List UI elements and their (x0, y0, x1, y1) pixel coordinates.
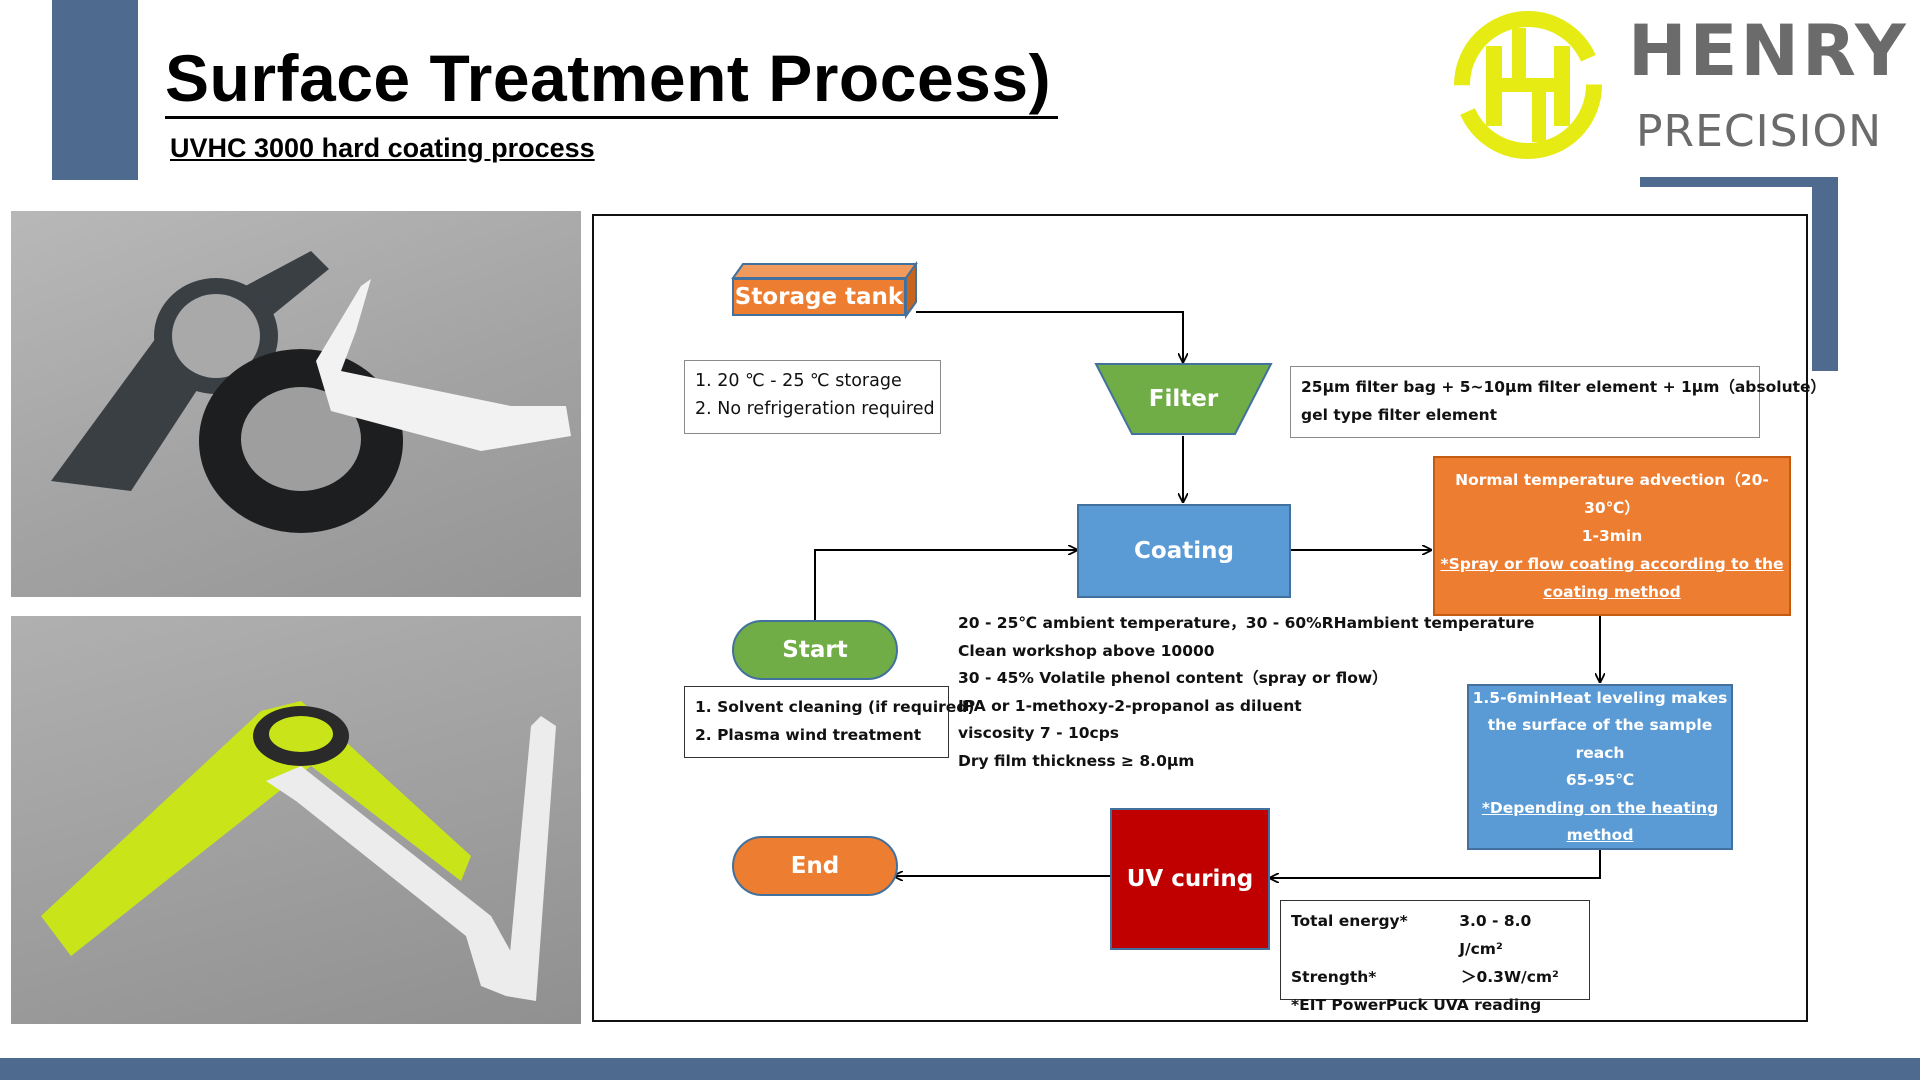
advection-box: Normal temperature advection（20-30℃） 1-3… (1433, 456, 1791, 616)
arrow-heat-to-uv (1270, 850, 1601, 878)
arrow-start-to-coating (814, 550, 1077, 620)
advection-line: 1-3min (1581, 527, 1643, 545)
title-underline (165, 116, 1058, 119)
storage-tank-label: Storage tank (734, 284, 904, 310)
advection-link[interactable]: coating method (1543, 583, 1681, 601)
start-label: Start (782, 637, 848, 663)
uv-spec-name: Strength* (1291, 968, 1377, 986)
coating-condition-line: Clean workshop above 10000 (958, 641, 1215, 660)
filter-note-line: gel type filter element (1301, 406, 1498, 424)
filter-note-line: 25μm filter bag + 5~10μm filter element … (1301, 378, 1827, 396)
heat-leveling-line: 1.5-6minHeat leveling makes (1472, 688, 1728, 707)
advection-line: Normal temperature advection（20-30℃） (1455, 471, 1769, 517)
uv-curing-box: UV curing (1110, 808, 1270, 950)
process-flow-diagram: Storage tank 1. 20 ℃ - 25 ℃ storage 2. N… (592, 214, 1827, 1022)
filter-label: Filter (1148, 386, 1219, 412)
filter-label-box: Filter (1096, 364, 1271, 434)
end-box: End (732, 836, 898, 896)
coating-box: Coating (1077, 504, 1291, 598)
heat-leveling-link[interactable]: *Depending on the heating (1481, 798, 1719, 817)
end-label: End (790, 853, 840, 879)
start-notes: 1. Solvent cleaning (if required) 2. Pla… (684, 686, 975, 758)
advection-link[interactable]: *Spray or flow coating according to the (1440, 555, 1784, 573)
footer-accent-bar (0, 1058, 1920, 1080)
coating-condition-line: IPA or 1-methoxy-2-propanol as diluent (958, 696, 1302, 715)
start-note-line: 1. Solvent cleaning (if required) (695, 698, 975, 716)
storage-tank-notes: 1. 20 ℃ - 25 ℃ storage 2. No refrigerati… (684, 360, 941, 434)
uv-spec-footnote: *EIT PowerPuck UVA reading (1291, 996, 1542, 1014)
start-box: Start (732, 620, 898, 680)
coating-condition-line: Dry film thickness ≥ 8.0μm (958, 751, 1195, 770)
heat-leveling-link[interactable]: method (1566, 826, 1634, 844)
coating-condition-line: 20 - 25℃ ambient temperature，30 - 60%RHa… (958, 614, 1535, 632)
arrow-storage-to-filter (916, 311, 1183, 362)
coating-label: Coating (1134, 538, 1234, 564)
filter-trapezoid (1094, 363, 1273, 435)
uv-curing-label: UV curing (1126, 866, 1254, 892)
henry-logo-icon (1448, 8, 1608, 163)
page-subtitle: UVHC 3000 hard coating process (170, 133, 595, 163)
decorative-corner-frame (1640, 177, 1838, 371)
uv-spec-name: Total energy* (1291, 912, 1408, 930)
uv-spec-value: ＞0.3W/cm² (1461, 968, 1559, 986)
heat-leveling-line: 65-95℃ (1565, 771, 1635, 789)
product-photo-black-white-straps (11, 211, 581, 597)
uv-spec-value: 3.0 - 8.0 J/cm² (1459, 912, 1532, 958)
logo-wordmark-precision: PRECISION (1636, 106, 1883, 157)
logo-wordmark-henry: HENRY (1628, 10, 1909, 92)
storage-note-line: 1. 20 ℃ - 25 ℃ storage (695, 371, 902, 391)
storage-tank-box: Storage tank (732, 278, 906, 316)
page-title: Surface Treatment Process) (165, 41, 1052, 115)
heat-leveling-box: 1.5-6minHeat leveling makes the surface … (1467, 684, 1733, 850)
flow-connectors (731, 260, 1806, 1020)
uv-curing-specs: Total energy* 3.0 - 8.0 J/cm² Strength* … (1280, 900, 1590, 1014)
product-photo-yellow-white-strap (11, 616, 581, 1024)
filter-notes: 25μm filter bag + 5~10μm filter element … (1290, 366, 1827, 438)
coating-conditions: 20 - 25℃ ambient temperature，30 - 60%RHa… (958, 610, 1534, 775)
coating-condition-line: viscosity 7 - 10cps (958, 724, 1120, 742)
heat-leveling-line: the surface of the sample reach (1487, 716, 1713, 762)
start-note-line: 2. Plasma wind treatment (695, 726, 922, 744)
header-accent-bar (52, 0, 138, 180)
coating-condition-line: 30 - 45% Volatile phenol content（spray o… (958, 669, 1388, 687)
storage-note-line: 2. No refrigeration required (695, 399, 935, 419)
